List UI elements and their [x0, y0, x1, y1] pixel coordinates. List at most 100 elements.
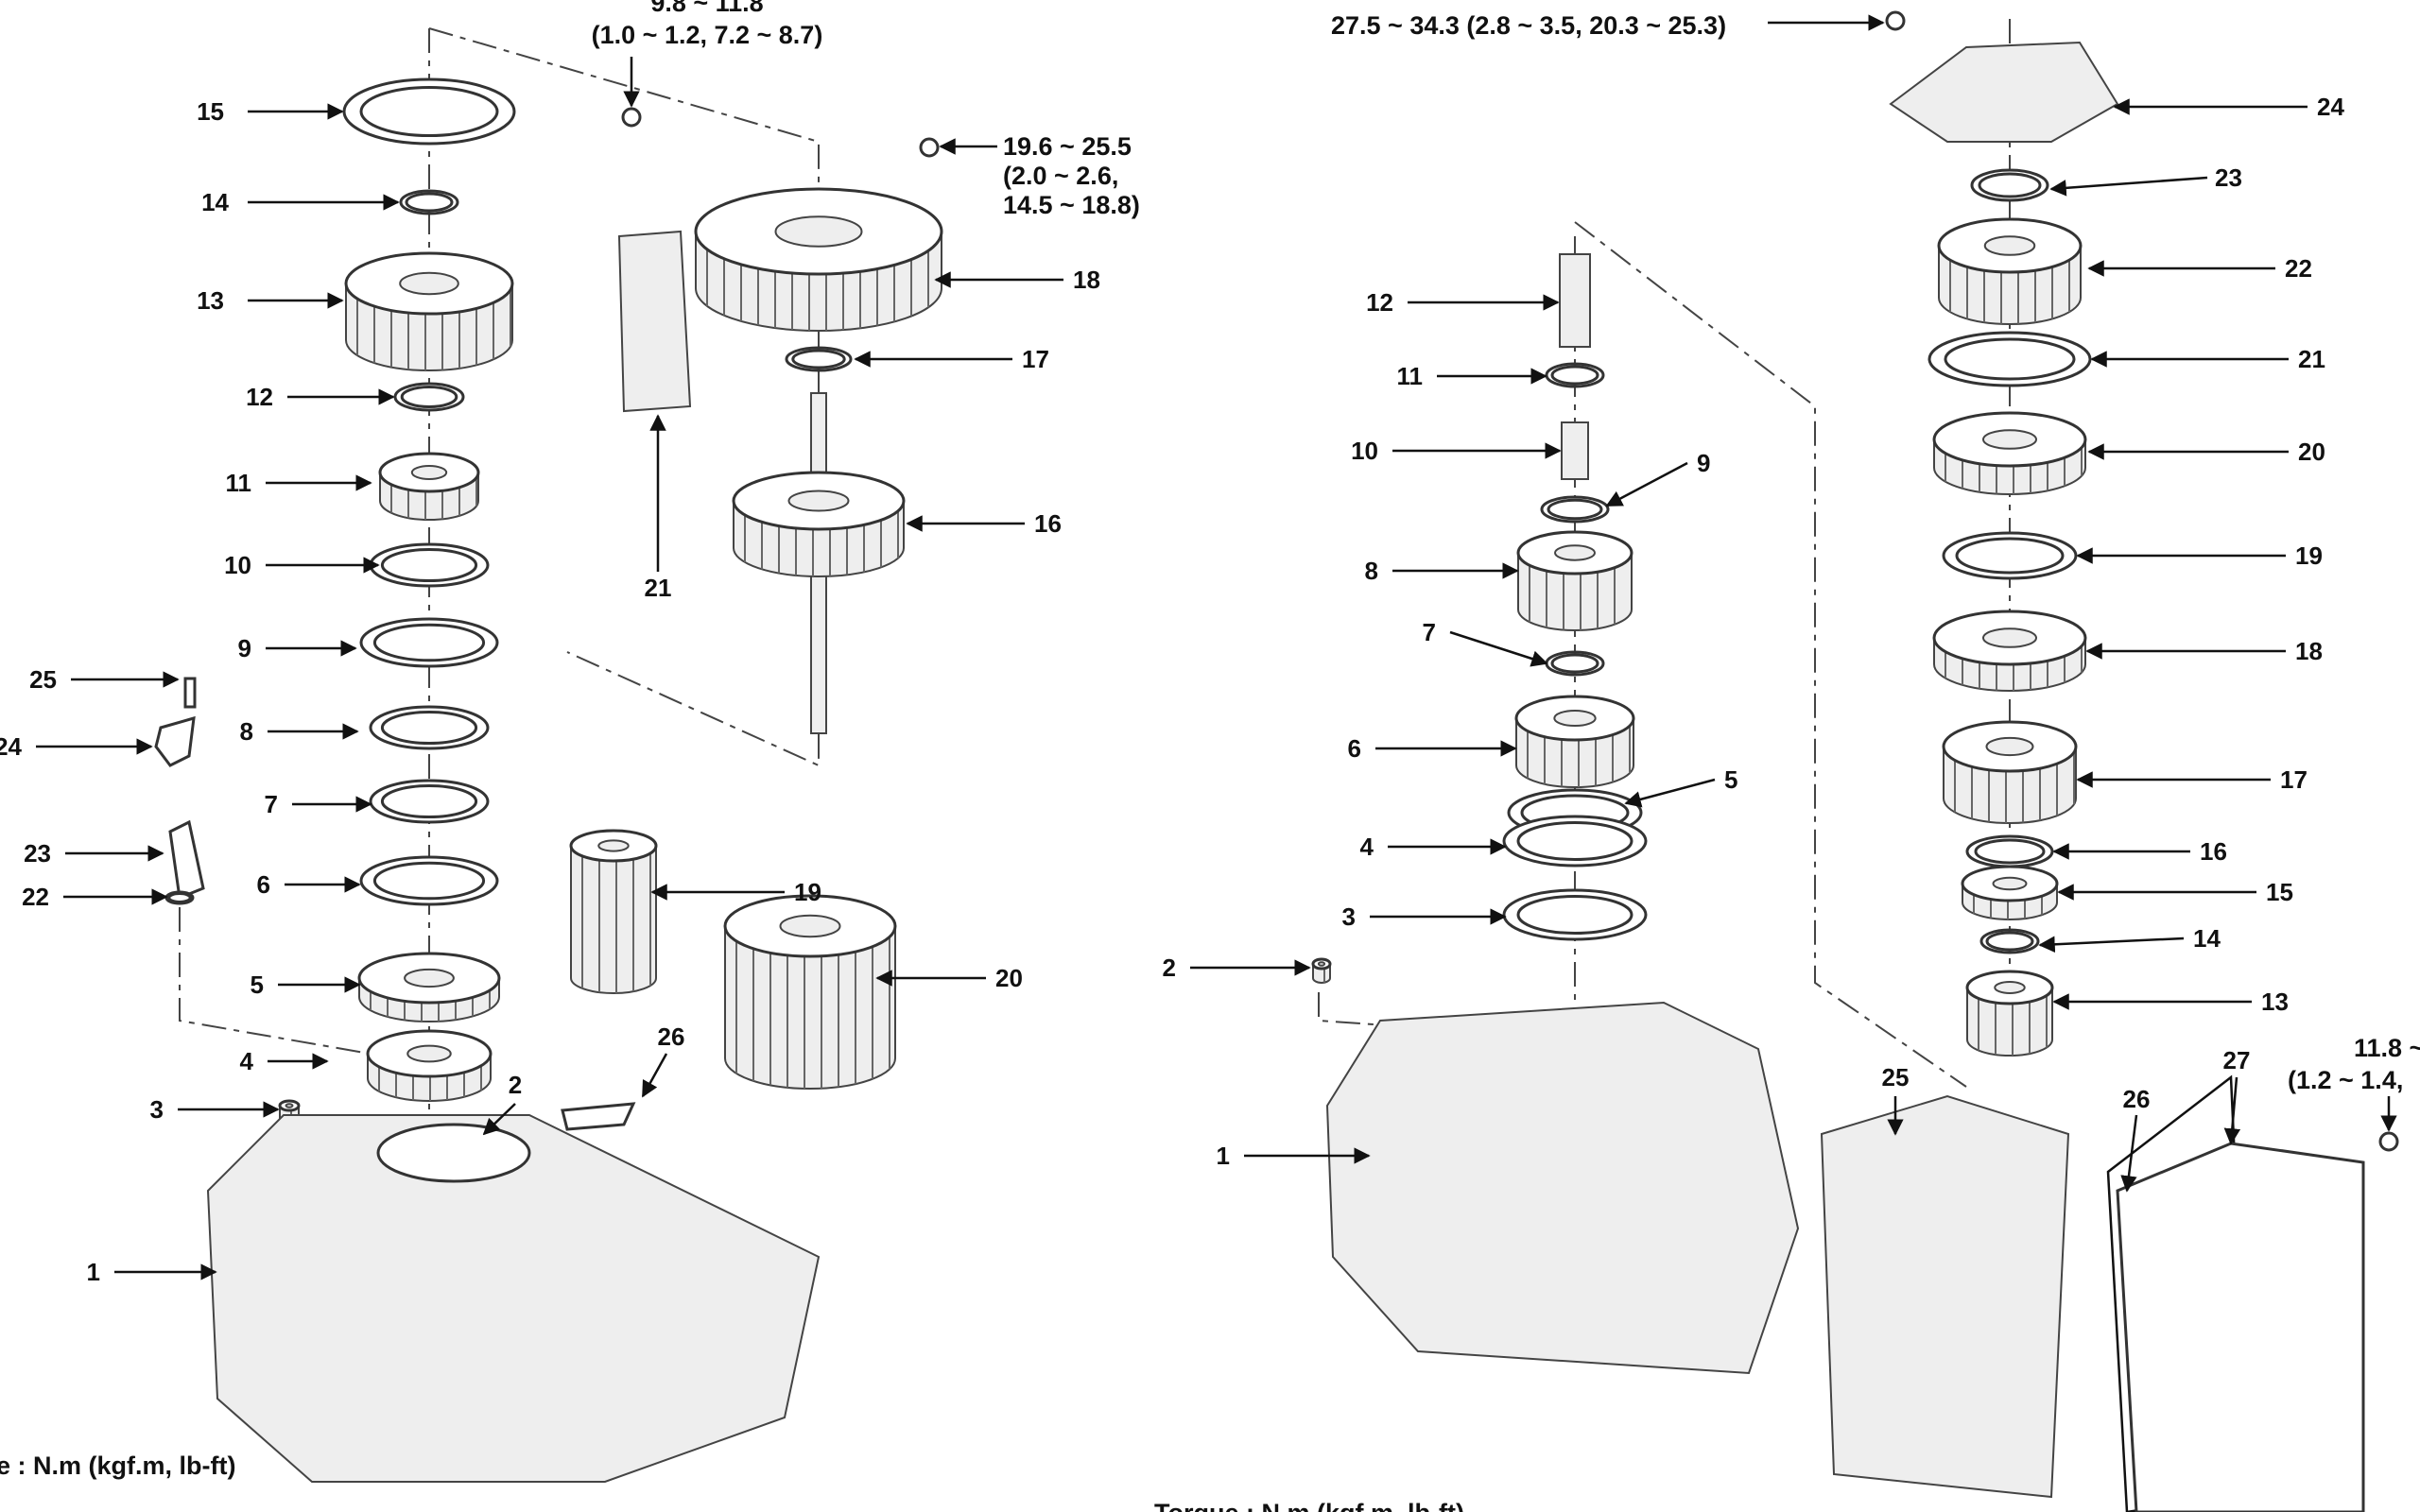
right-callout-15: 15: [2266, 878, 2293, 906]
part-1-case: [1325, 1001, 1800, 1375]
part-13-planetary: [1965, 970, 2054, 1057]
left-callout-23: 23: [24, 839, 51, 868]
right-callout-14: 14: [2193, 924, 2221, 953]
left-callout-15: 15: [197, 97, 224, 126]
part-4-spring-retainer-hub: [406, 1044, 452, 1063]
part-24-cover: [1889, 41, 2119, 143]
part-16-gear-hub: [787, 490, 850, 512]
part-22-drum: [1937, 217, 2083, 325]
left-callout-25: 25: [29, 665, 57, 694]
part-19-snap-ring: [1942, 531, 2078, 580]
torque-unit-note-right: Torque : N.m (kgf.m, lb-ft): [1154, 1499, 1464, 1512]
right-callout-10: 10: [1351, 437, 1378, 465]
part-8-snap-ring: [369, 705, 490, 750]
torque-spec-pump-bolt-line3: 14.5 ~ 18.8): [1003, 191, 1140, 219]
callout-labels-layer: 1514131211109876543212524232226192021161…: [0, 93, 2344, 1286]
right-callout-27: 27: [2223, 1046, 2251, 1074]
left-callout-21: 21: [645, 574, 672, 602]
part-16-ring: [1965, 834, 2054, 868]
right-callout-leader-23: [2049, 176, 2208, 197]
left-callout-9: 9: [238, 634, 251, 662]
left-callout-20: 20: [995, 964, 1023, 992]
right-callout-leader-27: [2223, 1076, 2241, 1145]
part-14-thrust-washer: [399, 189, 459, 215]
torque-spec-filter-bolt-line2: (1.0 ~ 1.2, 7.2 ~ 8.7): [592, 21, 823, 49]
part-6-sun-gear: [1514, 695, 1635, 788]
right-callout-9: 9: [1697, 449, 1710, 477]
part-5-piston-hub: [404, 968, 455, 988]
right-callout-25: 25: [1882, 1063, 1910, 1091]
parts-layer: [154, 10, 2399, 1512]
right-callout-leader-26: [2120, 1114, 2138, 1193]
part-6-plate-inner: [372, 861, 486, 901]
left-callout-17: 17: [1022, 345, 1049, 373]
torque-spec-pan-bolt-line1: 11.8 ~: [2354, 1034, 2420, 1062]
part-20-clutch-hub: [1932, 411, 2087, 495]
left-callout-11: 11: [226, 469, 252, 497]
left-callout-8: 8: [240, 717, 253, 746]
bolt-filter: [621, 107, 642, 128]
left-callout-22: 22: [22, 883, 49, 911]
part-15-clutch-pack: [342, 77, 516, 146]
part-10-sleeve: [1561, 421, 1589, 480]
part-19-transfer-gear: [569, 829, 658, 994]
part-27-oil-pan: [2116, 1142, 2365, 1512]
part-25-pin: [183, 677, 197, 709]
part-9-washer: [1540, 495, 1610, 524]
left-callout-14: 14: [201, 188, 229, 216]
right-callout-4: 4: [1360, 833, 1374, 861]
part-9-washer-inner: [1547, 498, 1603, 521]
part-23-bearing-inner: [1978, 172, 2042, 198]
part-22-spring-inner: [167, 892, 192, 903]
part-8-ring-gear: [1516, 530, 1634, 631]
torque-unit-note-left: e : N.m (kgf.m, lb-ft): [0, 1452, 235, 1480]
right-callout-22: 22: [2285, 254, 2312, 283]
part-21-snap-ring: [1927, 331, 2092, 387]
left-callout-16: 16: [1034, 509, 1062, 538]
part-26-bracket: [561, 1102, 636, 1131]
part-6-plate: [359, 855, 499, 906]
right-callout-13: 13: [2261, 988, 2289, 1016]
right-callout-2: 2: [1163, 954, 1176, 982]
right-callout-11: 11: [1397, 362, 1424, 390]
part-18-clutch-pack-hub: [1982, 627, 2037, 648]
right-callout-1: 1: [1217, 1142, 1230, 1170]
left-callout-leader-26: [641, 1053, 668, 1098]
left-callout-6: 6: [257, 870, 270, 899]
right-callout-7: 7: [1423, 618, 1436, 646]
left-callout-1: 1: [87, 1258, 100, 1286]
bolt-cover: [1885, 10, 1906, 31]
left-callout-12: 12: [246, 383, 273, 411]
left-callout-7: 7: [265, 790, 278, 818]
part-9-clutch-plate-inner: [372, 623, 486, 662]
part-7-plate: [369, 779, 490, 824]
part-3-plate-inner: [1516, 895, 1634, 935]
part-13-clutch-drum: [344, 251, 514, 371]
right-callout-leader-5: [1624, 778, 1716, 808]
right-callout-12: 12: [1366, 288, 1393, 317]
bolt-pump: [919, 137, 940, 158]
right-callout-leader-9: [1605, 461, 1688, 507]
right-callout-26: 26: [2123, 1085, 2151, 1113]
part-2-seal: [376, 1123, 531, 1183]
right-callout-16: 16: [2200, 837, 2227, 866]
part-20-differential-hub: [779, 914, 841, 938]
left-callout-4: 4: [240, 1047, 254, 1075]
left-callout-18: 18: [1073, 266, 1100, 294]
part-13-clutch-drum-hub: [399, 271, 459, 296]
part-25-valve-body: [1820, 1094, 2070, 1499]
part-4-spring-retainer: [366, 1029, 493, 1102]
part-22-spring: [164, 890, 195, 905]
part-8-ring-gear-hub: [1554, 544, 1596, 561]
part-15-gear: [1961, 865, 2059, 920]
left-valve-guide: [179, 907, 398, 1059]
part-16-ring-inner: [1974, 838, 2046, 865]
right-callout-18: 18: [2295, 637, 2323, 665]
part-17-drum: [1942, 720, 2078, 824]
left-callout-5: 5: [251, 971, 264, 999]
left-callout-10: 10: [224, 551, 251, 579]
part-11-bearing: [1545, 362, 1605, 388]
part-21-snap-ring-inner: [1944, 337, 2076, 381]
right-callout-leader-7: [1449, 630, 1548, 667]
